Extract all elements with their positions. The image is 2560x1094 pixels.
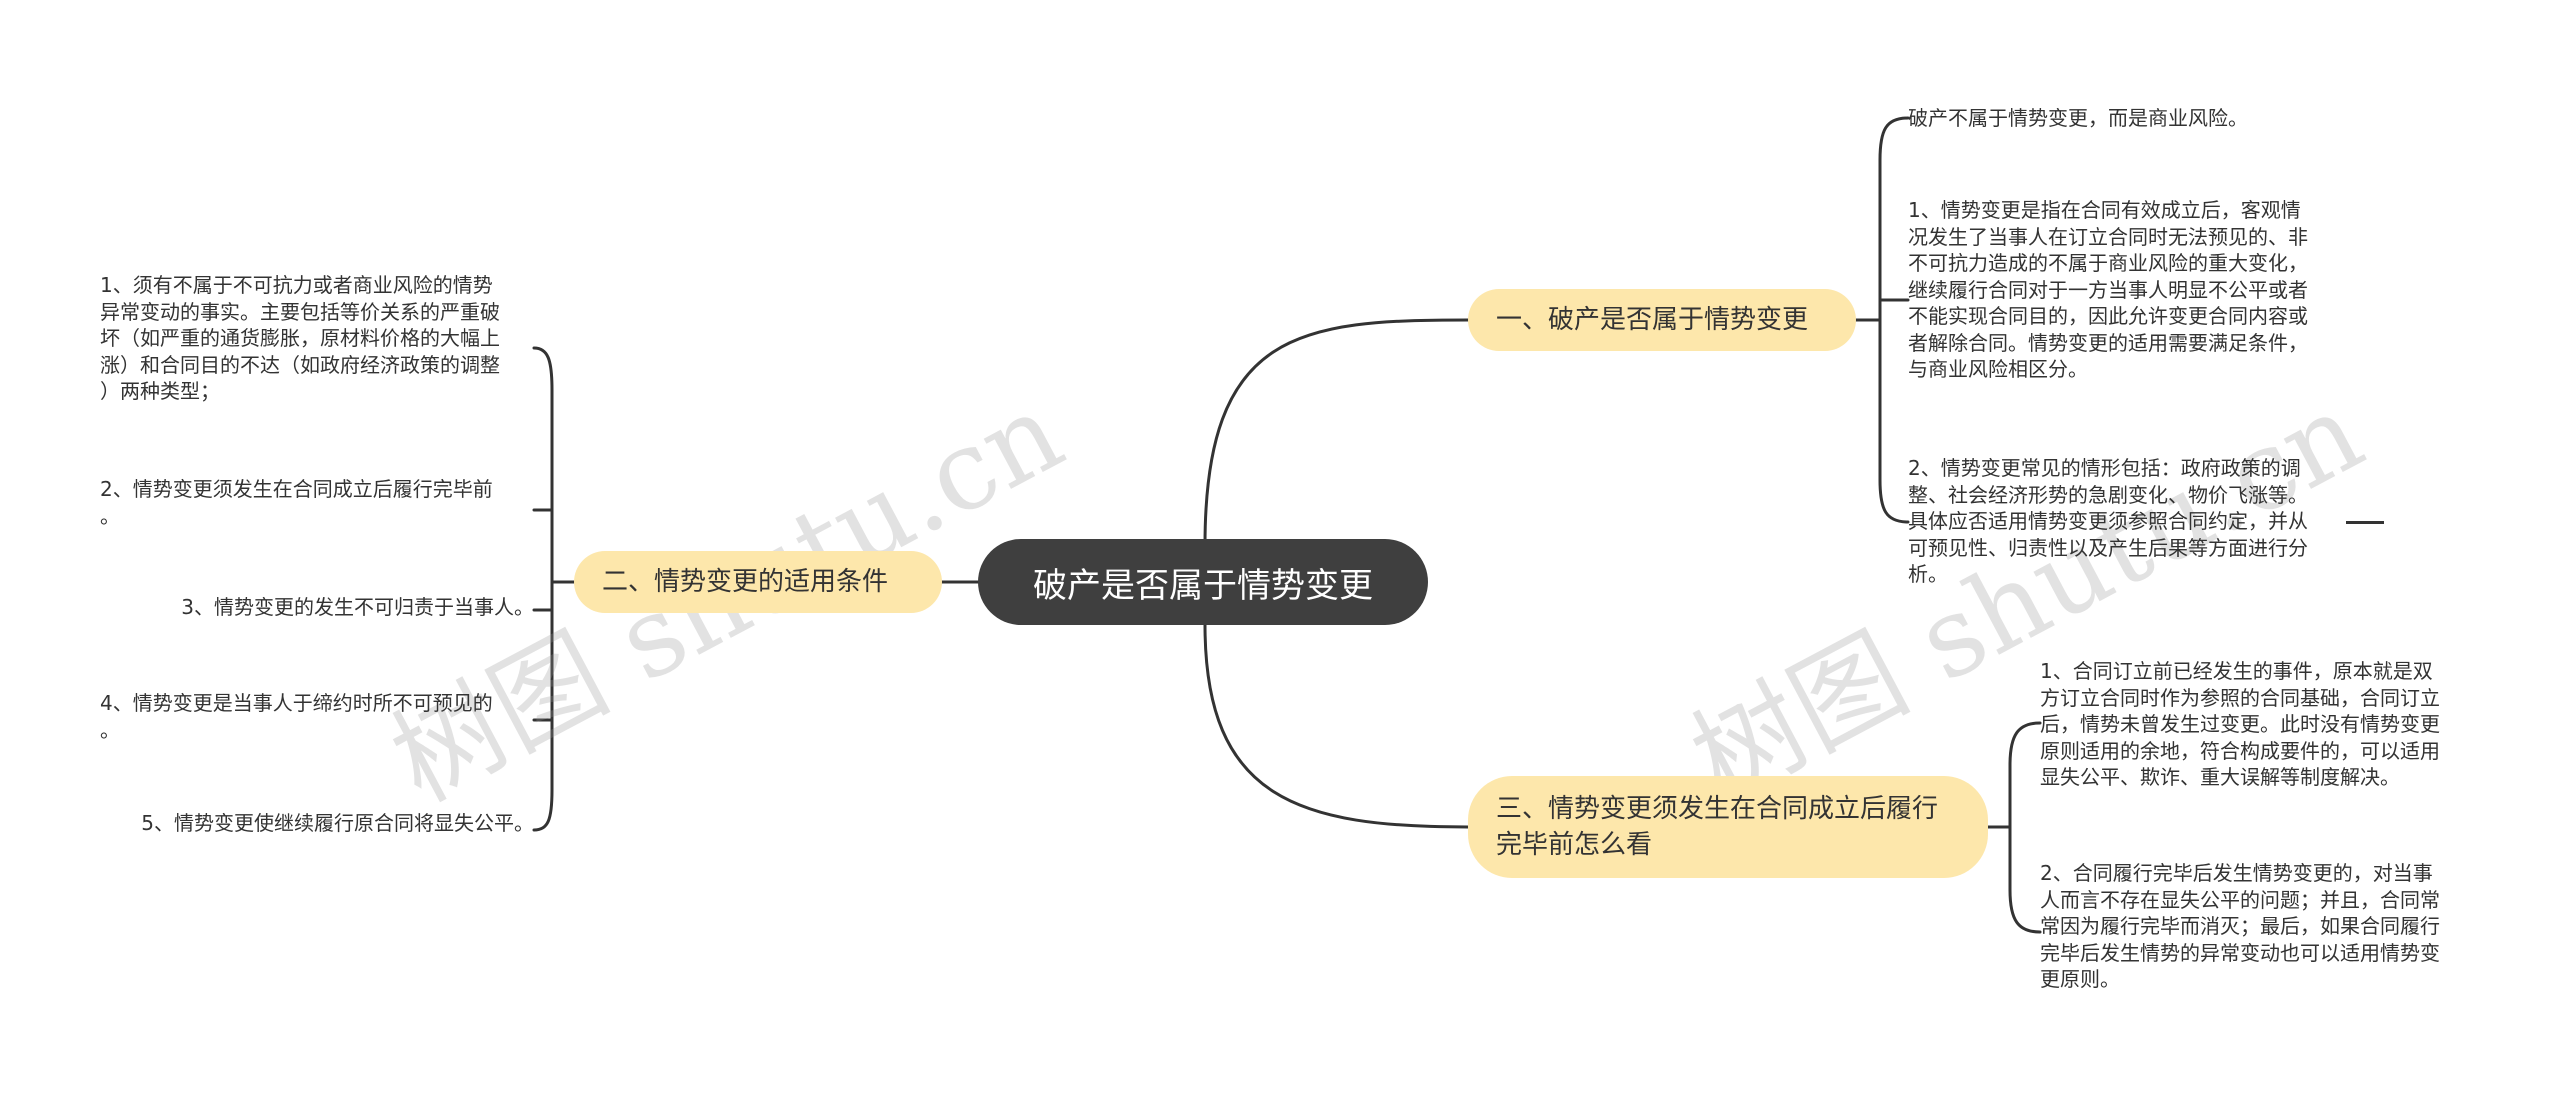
- leaf-topic[interactable]: 5、情势变更使继续履行原合同将显失公平。: [141, 811, 534, 835]
- collapsed-connector: [2346, 521, 2384, 524]
- leaf-topic[interactable]: 1、情势变更是指在合同有效成立后，客观情 况发生了当事人在订立合同时无法预见的、…: [1908, 198, 2308, 381]
- leaf-topic[interactable]: 1、合同订立前已经发生的事件，原本就是双 方订立合同时作为参照的合同基础，合同订…: [2040, 659, 2440, 789]
- root-topic[interactable]: 破产是否属于情势变更: [978, 539, 1428, 625]
- branch-topic-2[interactable]: 二、情势变更的适用条件: [574, 551, 942, 613]
- branch-topic-3[interactable]: 三、情势变更须发生在合同成立后履行完毕前怎么看: [1468, 776, 1988, 878]
- leaf-topic[interactable]: 2、情势变更常见的情形包括：政府政策的调 整、社会经济形势的急剧变化、物价飞涨等…: [1908, 456, 2308, 586]
- leaf-topic[interactable]: 4、情势变更是当事人于缔约时所不可预见的 。: [100, 691, 493, 742]
- leaf-topic[interactable]: 破产不属于情势变更，而是商业风险。: [1908, 106, 2248, 130]
- leaf-topic[interactable]: 2、合同履行完毕后发生情势变更的，对当事 人而言不存在显失公平的问题；并且，合同…: [2040, 861, 2440, 991]
- leaf-topic[interactable]: 2、情势变更须发生在合同成立后履行完毕前 。: [100, 477, 493, 528]
- leaf-topic[interactable]: 1、须有不属于不可抗力或者商业风险的情势 异常变动的事实。主要包括等价关系的严重…: [100, 273, 500, 403]
- leaf-topic[interactable]: 3、情势变更的发生不可归责于当事人。: [181, 595, 534, 619]
- branch-topic-1[interactable]: 一、破产是否属于情势变更: [1468, 289, 1856, 351]
